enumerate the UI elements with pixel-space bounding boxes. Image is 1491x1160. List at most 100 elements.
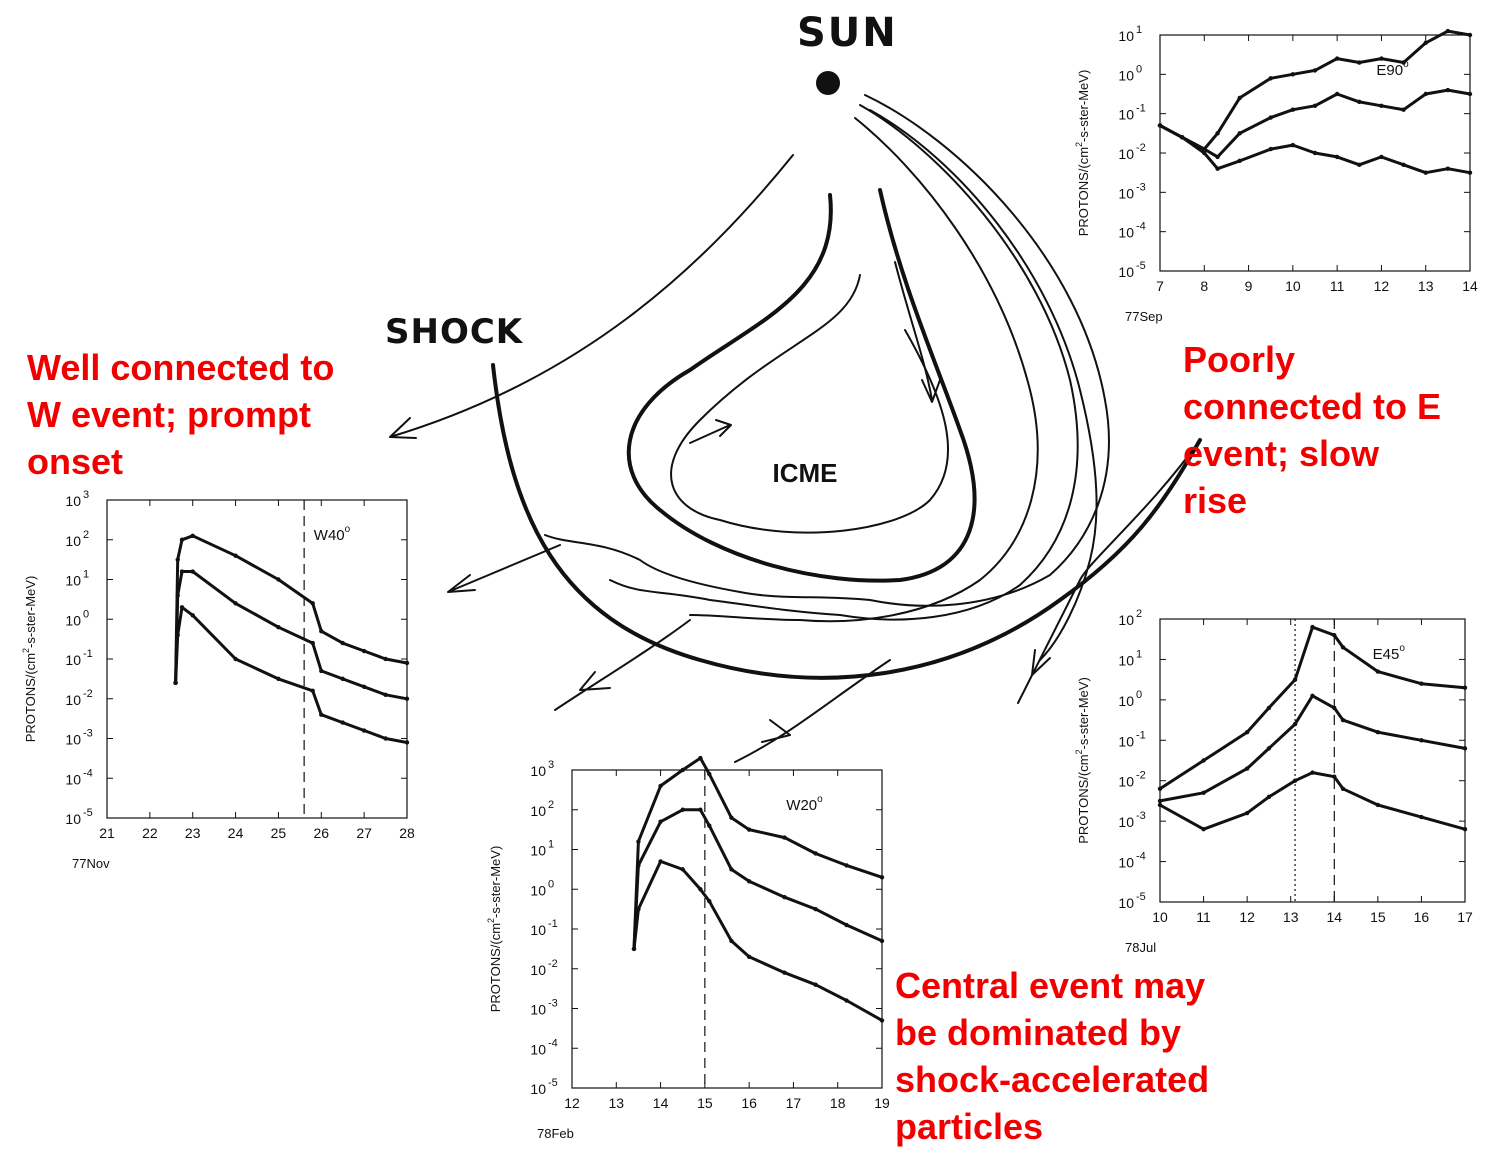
series-point [707, 823, 712, 828]
x-tick-label: 10 [1152, 909, 1168, 925]
series-point [190, 533, 195, 538]
y-tick-exponent: 1 [1136, 24, 1142, 36]
series-point [1268, 76, 1273, 81]
series-point [190, 613, 195, 618]
x-tick-label: 13 [1283, 909, 1299, 925]
y-tick-base: 10 [65, 533, 81, 549]
y-tick-base: 10 [530, 1081, 546, 1097]
y-tick-exponent: 0 [1136, 689, 1142, 701]
y-tick-exponent: 1 [83, 569, 89, 581]
series-point [1419, 681, 1424, 686]
x-tick-label: 11 [1196, 909, 1211, 925]
field-line-west [389, 154, 794, 439]
series-point [698, 807, 703, 812]
y-tick-base: 10 [1118, 107, 1134, 123]
series-point [729, 815, 734, 820]
panel-tag: W40o [314, 524, 351, 544]
series-point [782, 895, 787, 900]
x-tick-label: 22 [142, 825, 158, 841]
series-point [680, 867, 685, 872]
x-tick-label: 13 [608, 1095, 624, 1111]
x-tick-label: 8 [1200, 278, 1208, 294]
y-tick-exponent: 0 [548, 878, 554, 890]
y-tick-exponent: -5 [1136, 891, 1146, 903]
y-tick-base: 10 [530, 1041, 546, 1057]
series-point [1268, 146, 1273, 152]
icme-label: ICME [773, 458, 838, 488]
series-point [1423, 91, 1428, 97]
series-point [729, 938, 734, 944]
series-point [276, 577, 281, 582]
y-tick-exponent: -3 [1136, 181, 1146, 193]
series-point [1340, 717, 1346, 723]
series-point [310, 601, 315, 606]
series-point [361, 728, 367, 733]
y-tick-base: 10 [1118, 67, 1134, 83]
series-point [175, 557, 180, 562]
x-tick-label: 24 [228, 825, 244, 841]
series-point [1157, 802, 1163, 808]
y-tick-base: 10 [1118, 652, 1134, 668]
series-point [636, 863, 641, 868]
series-point [782, 970, 787, 975]
series-point [1292, 778, 1298, 783]
x-tick-label: 12 [1239, 909, 1255, 925]
series-point [179, 537, 185, 542]
series-point [1332, 705, 1337, 711]
series-point [1201, 758, 1206, 763]
x-tick-label: 12 [1374, 278, 1390, 294]
x-tick-label: 15 [697, 1095, 713, 1111]
x-tick-label: 17 [1457, 909, 1473, 925]
series-point [1312, 103, 1318, 109]
series-point [404, 696, 410, 701]
series-line-1 [1159, 29, 1471, 151]
series-point [1215, 166, 1220, 171]
series-point [746, 879, 752, 884]
y-tick-exponent: -5 [1136, 260, 1146, 272]
x-tick-label: 14 [1462, 278, 1478, 294]
series-point [1357, 60, 1362, 65]
series-point [1215, 131, 1220, 136]
sun-dot [816, 71, 840, 95]
y-tick-base: 10 [530, 803, 546, 819]
shock-front [491, 363, 1202, 680]
series-point [1157, 786, 1163, 791]
series-point [310, 640, 315, 646]
y-tick-base: 10 [1118, 895, 1134, 911]
y-tick-base: 10 [1118, 146, 1134, 162]
y-tick-exponent: -1 [548, 918, 558, 930]
y-tick-base: 10 [1118, 28, 1134, 44]
series-point [1467, 32, 1473, 38]
series-point [1179, 135, 1185, 140]
date-label: 78Jul [1125, 940, 1156, 955]
y-tick-exponent: -5 [83, 807, 93, 819]
y-tick-base: 10 [65, 771, 81, 787]
series-point [813, 982, 818, 987]
series-point [1401, 107, 1406, 112]
y-tick-exponent: -4 [1136, 851, 1146, 863]
series-point [636, 839, 641, 844]
series-point [1237, 158, 1242, 164]
series-point [844, 998, 849, 1003]
series-line-1 [632, 756, 883, 949]
y-tick-base: 10 [530, 843, 546, 859]
x-tick-label: 16 [1414, 909, 1430, 925]
plot-frame [106, 499, 408, 819]
series-point [782, 835, 787, 840]
series-point [1201, 827, 1206, 832]
panel-tag: E90o [1376, 59, 1409, 79]
y-tick-exponent: 1 [548, 839, 554, 851]
series-point [631, 946, 637, 952]
x-tick-label: 10 [1285, 278, 1301, 294]
series-point [1357, 99, 1362, 105]
y-tick-base: 10 [65, 652, 81, 668]
x-tick-label: 19 [874, 1095, 890, 1111]
y-tick-base: 10 [1118, 185, 1134, 201]
arrow-to-w20-left [554, 619, 691, 711]
series-point [1215, 154, 1220, 160]
